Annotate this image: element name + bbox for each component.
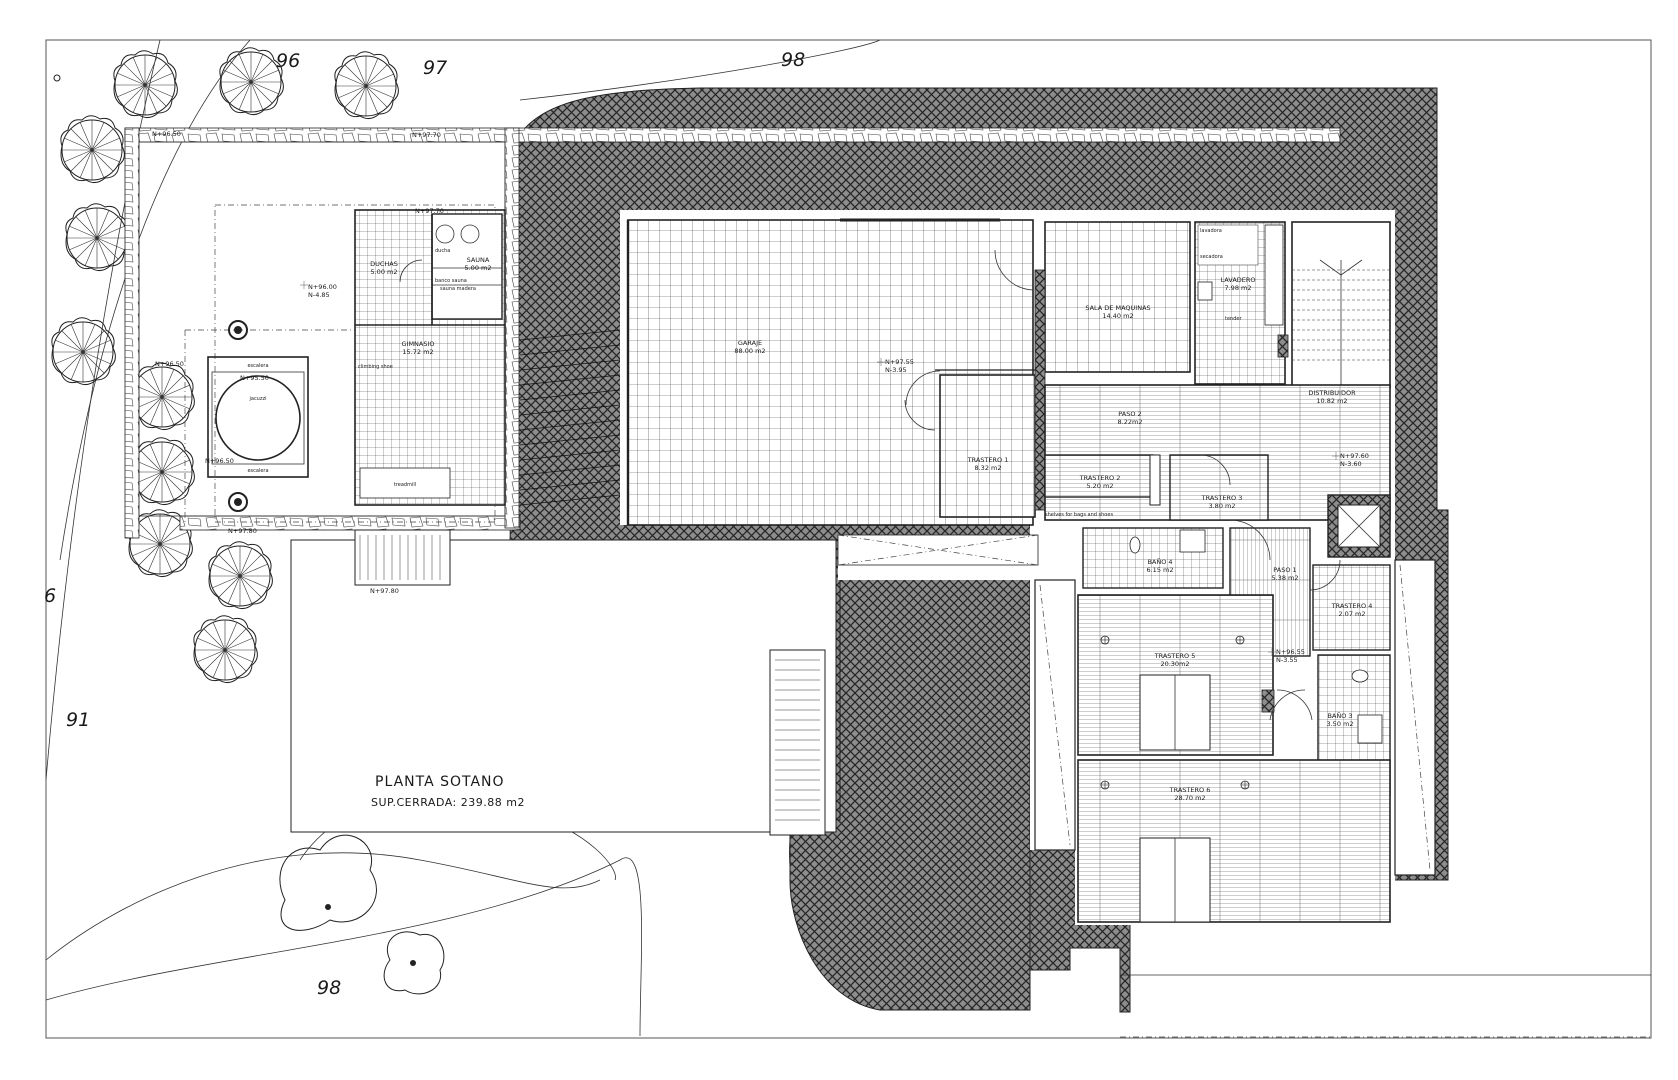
level-l2: N+97.70 [412, 131, 441, 139]
level-l5: N+96.50 [155, 360, 184, 368]
elevator-shaft [1327, 494, 1391, 558]
main-staircase [1291, 221, 1391, 388]
contour-label-6: 6 [44, 585, 56, 607]
level-l11a: N+97.60 [1340, 452, 1369, 460]
garden-wall-left [124, 127, 140, 539]
bano3-name: BAÑO 3 [1327, 711, 1352, 720]
gimnasio-area: 15.72 m2 [402, 348, 433, 356]
sauna-bench-label: banco sauna [435, 278, 467, 284]
level-crosshairs [300, 281, 1340, 656]
sala-maquinas-area: 14.40 m2 [1102, 312, 1133, 320]
contour-label-98-bottom: 98 [317, 977, 341, 999]
level-l11b: N-3.60 [1340, 460, 1362, 468]
jacuzzi-area: jacuzzi escalera escalera [207, 356, 309, 478]
distribuidor-name: DISTRIBUIDOR [1308, 389, 1356, 397]
level-l9: N+97.80 [370, 587, 399, 595]
trastero5-name: TRASTERO 5 [1154, 652, 1196, 660]
tender-label: tender [1225, 316, 1242, 322]
sala-maquinas-room [1044, 221, 1191, 373]
jacuzzi-label: jacuzzi [248, 396, 266, 402]
contour-label-98-top: 98 [781, 49, 805, 71]
jacuzzi-step-bottom-label: escalera [247, 468, 268, 474]
trastero1-room [939, 374, 1036, 518]
duchas-area: 5.00 m2 [370, 268, 397, 276]
roll-up-label: shelves for bags and shoes [1045, 512, 1113, 518]
trastero6-name: TRASTERO 6 [1169, 786, 1211, 794]
bano3-area: 3.50 m2 [1326, 720, 1353, 728]
trastero3-room [1169, 454, 1269, 521]
paso1-area: 5.38 m2 [1271, 574, 1298, 582]
lavadero-area: 7.98 m2 [1224, 284, 1251, 292]
trastero3-area: 3.80 m2 [1208, 502, 1235, 510]
garaje-name: GARAJE [738, 339, 762, 347]
drain-symbols [228, 320, 248, 512]
trastero2-name: TRASTERO 2 [1079, 474, 1121, 482]
trastero4-name: TRASTERO 4 [1331, 602, 1373, 610]
right-light-well [1394, 559, 1436, 876]
level-l7: N+96.50 [205, 457, 234, 465]
level-l3: N+97.70 [415, 207, 444, 215]
structural-opening [837, 534, 1039, 566]
paso2-area: 8.22m2 [1118, 418, 1143, 426]
trastero6-room [1077, 759, 1391, 923]
lavadora-label: lavadora [1200, 228, 1222, 234]
lavadero-name: LAVADERO [1220, 276, 1255, 284]
shower-tower-label: ducha [435, 248, 450, 254]
trastero5-area: 20.30m2 [1160, 660, 1189, 668]
shrubs [279, 834, 445, 995]
gimnasio-name: GIMNASIO [401, 340, 434, 348]
level-l8: N+97.80 [228, 527, 257, 535]
trastero3-name: TRASTERO 3 [1201, 494, 1243, 502]
level-l12a: N+96.55 [1276, 648, 1305, 656]
garage-ramp [519, 329, 621, 506]
plan-subtitle: SUP.CERRADA: 239.88 m2 [371, 796, 525, 809]
contour-label-97-top: 97 [423, 57, 447, 79]
level-l4a: N+96.00 [308, 283, 337, 291]
level-l4b: N-4.85 [308, 291, 330, 299]
distribuidor-area: 10.82 m2 [1316, 397, 1347, 405]
jacuzzi-step-top-label: escalera [247, 363, 268, 369]
duchas-name: DUCHAS [370, 260, 398, 268]
garden-wall-top [124, 127, 1341, 143]
trastero2-room [1044, 454, 1154, 498]
garden-wall-mid [504, 127, 520, 529]
sauna-box [431, 213, 503, 320]
level-l1: N+96.50 [152, 130, 181, 138]
trastero2-area: 5.20 m2 [1086, 482, 1113, 490]
sauna-wood-label: sauna madera [440, 286, 476, 292]
plan-title: PLANTA SOTANO [375, 774, 505, 790]
bano4-area: 6.15 m2 [1146, 566, 1173, 574]
secadora-label: secadora [1200, 254, 1223, 260]
paso1-name: PASO 1 [1273, 566, 1296, 574]
trastero4-room [1312, 564, 1391, 651]
climbing-label: climbing shoe [358, 364, 393, 370]
garaje-area: 88.00 m2 [734, 347, 765, 355]
level-l10a: N+97.55 [885, 358, 914, 366]
paso2-name: PASO 2 [1118, 410, 1141, 418]
level-markers: N+96.50 N+97.70 N+97.70 N+96.00 N-4.85 N… [152, 130, 1369, 664]
treadmill-label: treadmill [394, 482, 416, 488]
exterior-stairs-terrace [354, 529, 451, 586]
site-point-marker [53, 74, 61, 82]
level-l10b: N-3.95 [885, 366, 907, 374]
trastero1-area: 8.32 m2 [974, 464, 1001, 472]
door-swings [904, 399, 1341, 721]
bano4-name: BAÑO 4 [1147, 557, 1172, 566]
trastero6-area: 28.70 m2 [1174, 794, 1205, 802]
plan-caption-box [290, 539, 837, 833]
exterior-stairs-garden [769, 649, 826, 836]
trastero4-area: 2.07 m2 [1338, 610, 1365, 618]
drawing-frame [45, 39, 1652, 1039]
level-l12b: N-3.55 [1276, 656, 1298, 664]
sauna-area: 5.00 m2 [464, 264, 491, 272]
level-l6: N+95.50 [240, 374, 269, 382]
contour-label-96: 96 [276, 50, 300, 72]
sala-maquinas-name: SALA DE MAQUINAS [1085, 304, 1150, 312]
trastero1-name: TRASTERO 1 [967, 456, 1009, 464]
contour-label-91: 91 [66, 709, 90, 731]
sauna-name: SAUNA [467, 256, 490, 264]
